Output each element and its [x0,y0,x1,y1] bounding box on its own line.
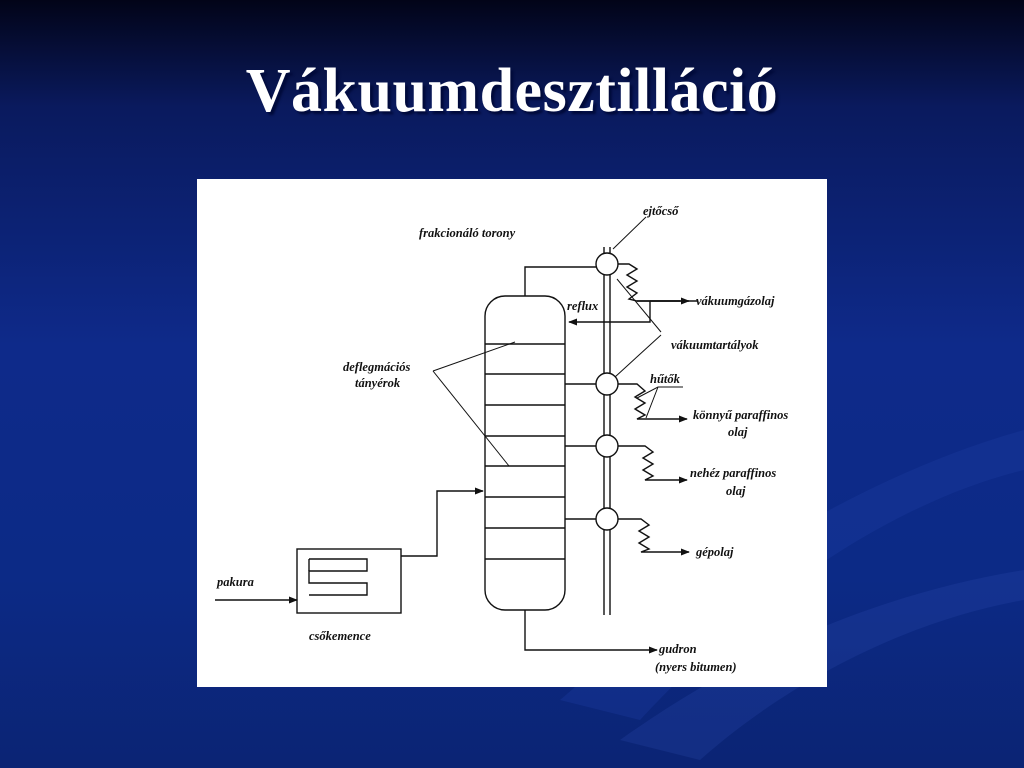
cooler-3 [565,445,688,484]
label-residue-line1: gudron [658,642,697,656]
label-coolers: hűtők [650,372,681,386]
furnace-outlet-line [401,487,484,557]
cooler-2 [565,383,688,423]
label-trays-line1: deflegmációs [343,360,410,374]
ejector-pipe [603,247,611,615]
leader-lines [432,216,683,467]
label-light-oil-line2: olaj [728,425,748,439]
reflux-line [568,301,651,326]
furnace-tubes [308,558,368,596]
fractionating-tower [484,295,566,611]
cooler-4 [565,518,690,556]
label-heavy-oil-line2: olaj [726,484,746,498]
tower-trays [485,343,565,560]
vacuum-tank-2 [595,372,619,396]
label-fractionating-tower: frakcionáló torony [419,226,516,240]
label-feed: pakura [216,575,254,589]
diagram-panel: frakcionáló torony ejtőcső reflux vákuum… [197,179,827,687]
vacuum-distillation-diagram: frakcionáló torony ejtőcső reflux vákuum… [215,204,788,674]
vacuum-tank-3 [595,434,619,458]
residue-line [524,610,658,654]
label-tube-furnace: csőkemence [309,629,371,643]
label-vacuum-tanks: vákuumtartályok [671,338,759,352]
label-light-oil-line1: könnyű paraffinos [693,408,788,422]
label-ejector-pipe: ejtőcső [643,204,679,218]
label-trays-line2: tányérok [355,376,401,390]
top-vapor-line [524,266,596,296]
vacuum-tank-4 [595,507,619,531]
label-heavy-oil-line1: nehéz paraffinos [690,466,776,480]
vacuum-tank-1 [595,252,619,276]
label-reflux: reflux [567,299,598,313]
cooler-1 [618,263,680,302]
label-machine-oil: gépolaj [695,545,734,559]
label-vacuum-gas-oil: vákuumgázolaj [696,294,775,308]
slide-title: Vákuumdesztilláció [245,57,779,125]
label-residue-line2: (nyers bitumen) [655,660,737,674]
